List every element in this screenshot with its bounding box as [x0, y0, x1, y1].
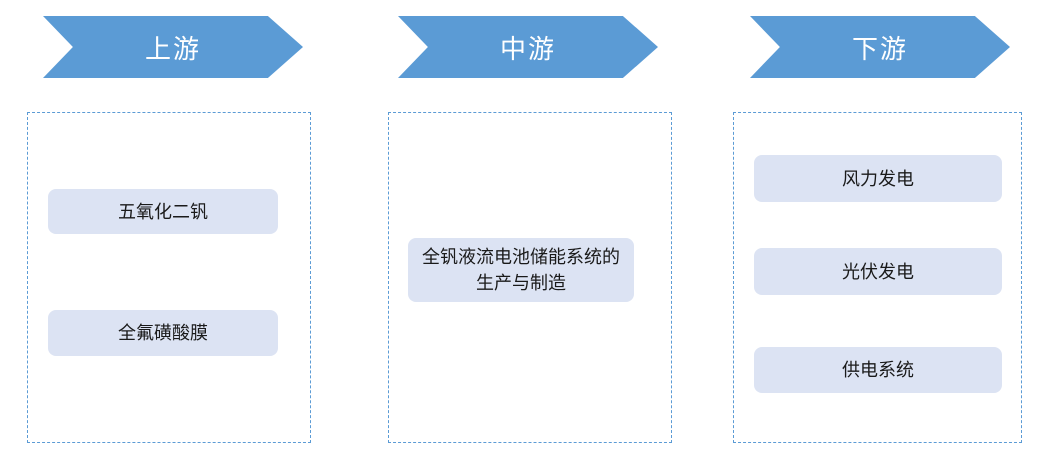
item-wind-power-label: 风力发电 [842, 168, 914, 189]
item-power-supply-system: 供电系统 [754, 347, 1002, 393]
item-photovoltaic-power-label: 光伏发电 [842, 261, 914, 282]
downstream-panel: 风力发电 光伏发电 供电系统 [733, 112, 1022, 443]
midstream-banner-label: 中游 [499, 33, 556, 64]
upstream-panel: 五氧化二钒 全氟磺酸膜 [27, 112, 311, 443]
item-vanadium-pentoxide-label: 五氧化二钒 [118, 201, 208, 222]
item-power-supply-system-label: 供电系统 [842, 360, 914, 380]
downstream-banner: 下游 [750, 16, 1010, 78]
midstream-panel: 全钒液流电池储能系统的 生产与制造 [388, 112, 672, 443]
downstream-banner-label: 下游 [851, 33, 908, 64]
item-perfluorosulfonic-acid-membrane: 全氟磺酸膜 [48, 310, 278, 356]
item-vfb-storage-system-production-line2: 生产与制造 [476, 273, 566, 293]
item-wind-power: 风力发电 [754, 155, 1002, 202]
upstream-banner-label: 上游 [144, 33, 201, 64]
item-vanadium-pentoxide: 五氧化二钒 [48, 189, 278, 234]
midstream-banner: 中游 [398, 16, 658, 78]
upstream-banner: 上游 [43, 16, 303, 78]
item-photovoltaic-power: 光伏发电 [754, 248, 1002, 295]
item-vfb-storage-system-production: 全钒液流电池储能系统的 生产与制造 [408, 238, 634, 302]
item-perfluorosulfonic-acid-membrane-label: 全氟磺酸膜 [118, 323, 208, 343]
item-vfb-storage-system-production-line1: 全钒液流电池储能系统的 [422, 247, 620, 267]
